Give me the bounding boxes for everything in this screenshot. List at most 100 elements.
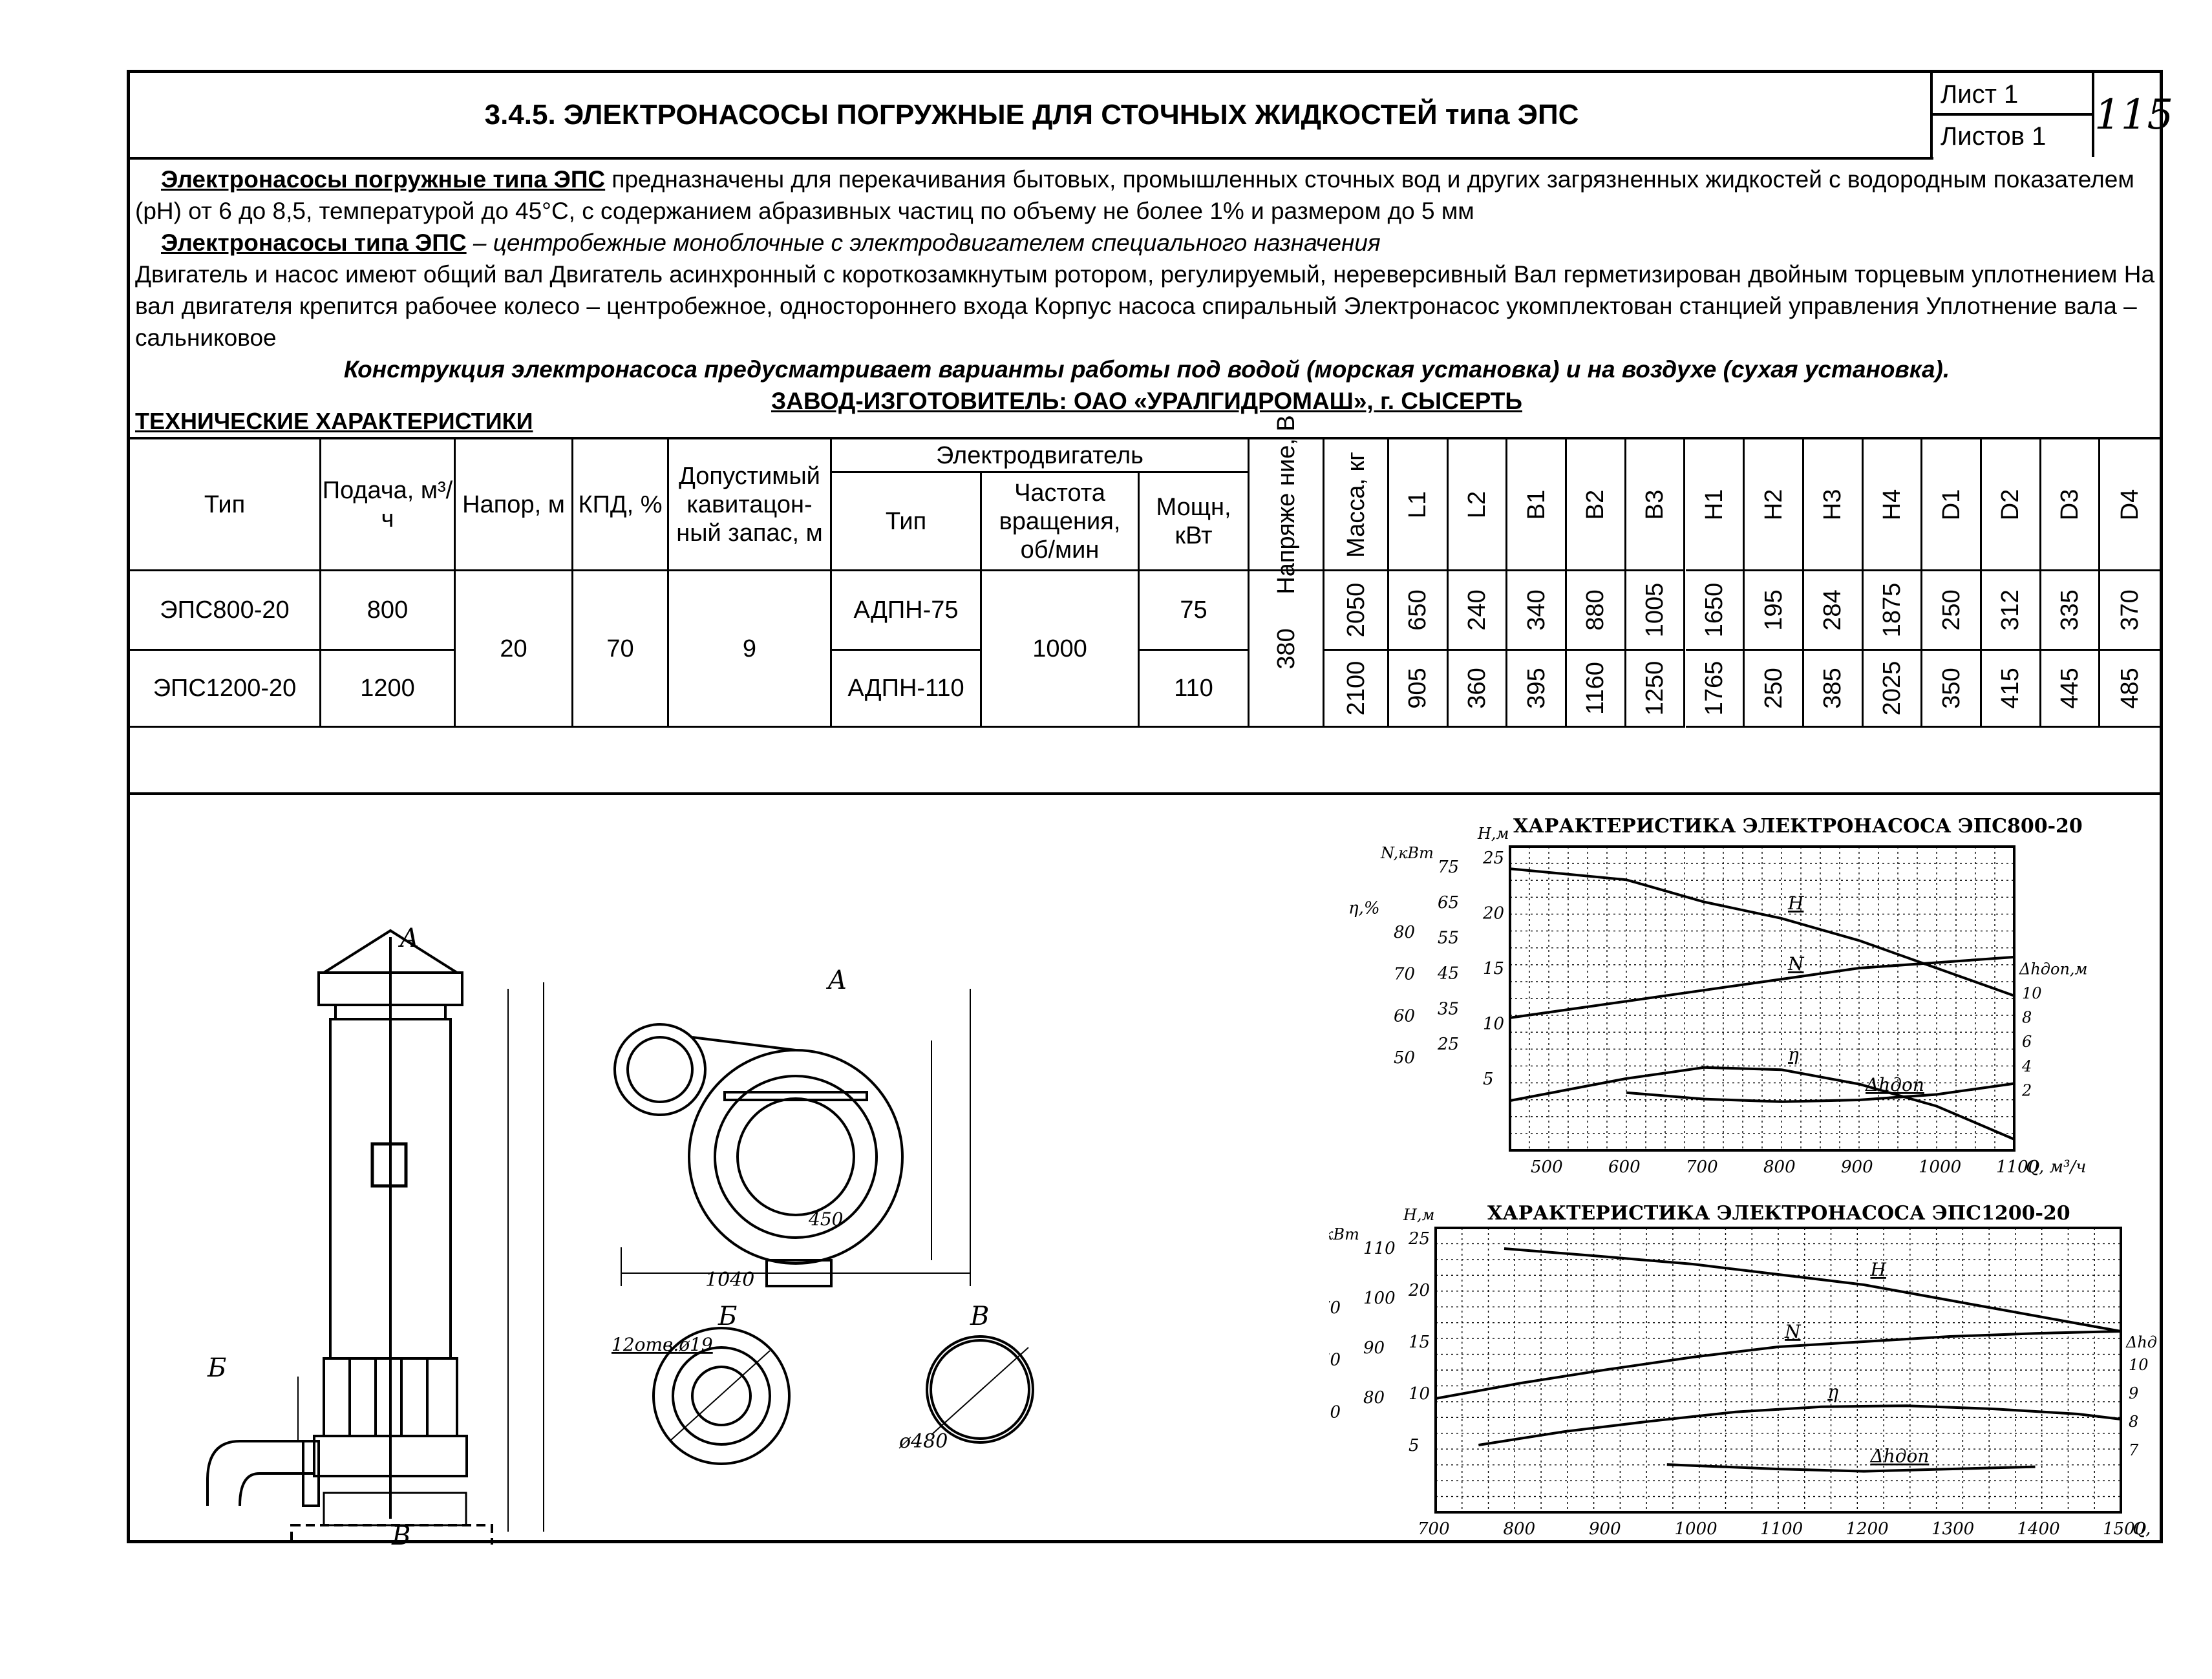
th-dim-text: H1 [1700, 489, 1728, 520]
eta-tick-label: 80 [1394, 923, 1415, 942]
h-tick-label: 25 [1408, 1229, 1430, 1249]
x-tick-label: 500 [1531, 1157, 1563, 1177]
dim-cell: 340 [1507, 571, 1568, 651]
th-flow: Подача, м³/ч [321, 439, 456, 571]
row2-mass: 2100 [1324, 651, 1389, 728]
x-axis-label: Q, м³/ч [2026, 1157, 2086, 1177]
dim-cell: 335 [2041, 571, 2101, 651]
dim-value: 1650 [1700, 582, 1728, 638]
series-line-Δhдоп [1666, 1463, 2036, 1473]
dim-value: 2025 [1878, 660, 1906, 716]
dim-value: 370 [2116, 589, 2144, 631]
eta-axis-label: η,% [1348, 898, 1380, 918]
dim-value: 415 [1997, 668, 2025, 709]
dim-value: 485 [2116, 668, 2144, 709]
th-power: Мощн, кВт [1140, 473, 1250, 571]
x-tick-label: 1500 [2103, 1519, 2145, 1539]
flange-v-view [926, 1335, 1034, 1444]
spec-table: Тип Подача, м³/ч Напор, м КПД, % Допусти… [130, 415, 2160, 795]
n-tick-label: 65 [1438, 893, 1459, 913]
dim-value: 360 [1463, 668, 1491, 709]
eta-tick-label: 70 [1329, 1298, 1341, 1318]
th-speed: Частота вращения, об/мин [982, 473, 1140, 571]
n-tick-label: 80 [1363, 1388, 1385, 1408]
sheet-number-box: Лист 1 Листов 1 115 [1930, 73, 2173, 160]
dim-value: 395 [1522, 668, 1550, 709]
h-axis-label: H,м [1403, 1206, 1434, 1224]
h-tick-label: 5 [1409, 1436, 1420, 1455]
dim-value: 335 [2056, 589, 2084, 631]
dim-value: 1875 [1878, 582, 1906, 638]
th-voltage: Напряже ние, В [1250, 415, 1324, 594]
desc-lead-2: Электронасосы типа ЭПС [161, 229, 467, 256]
th-dim-text: D4 [2116, 489, 2144, 520]
x-tick-label: 900 [1589, 1519, 1621, 1539]
row2-type: ЭПС1200-20 [130, 651, 321, 728]
dh-tick-label: 6 [2022, 1033, 2032, 1051]
drawings-area: A В Б A 450 1040 [130, 795, 2160, 1545]
dim-value: 1005 [1641, 582, 1669, 638]
series-line-H [1504, 1247, 2122, 1333]
dh-axis-label: Δhдоп,м [2019, 960, 2087, 978]
th-dim-b1: B1 [1507, 439, 1568, 571]
x-tick-label: 800 [1504, 1519, 1536, 1539]
n-tick-label: 35 [1438, 999, 1459, 1019]
n-tick-label: 55 [1438, 929, 1459, 948]
desc-lead-1: Электронасосы погружные типа ЭПС [161, 166, 606, 193]
th-dim-h4: H4 [1863, 439, 1923, 571]
view-v-label-1: В [391, 1521, 410, 1545]
desc-text-2: – центробежные моноблочные с электродвиг… [466, 229, 1381, 256]
series-line-η [1509, 1066, 2015, 1141]
dim-cell: 905 [1389, 651, 1449, 728]
dh-tick-label: 7 [2129, 1441, 2139, 1459]
series-label: Δhдоп [1870, 1446, 1930, 1467]
row2-motor-type: АДПН-110 [832, 651, 982, 728]
n-tick-label: 75 [1438, 858, 1459, 877]
th-dim-h2: H2 [1745, 439, 1804, 571]
h-tick-label: 5 [1483, 1070, 1494, 1089]
dim-cell: 1160 [1567, 651, 1626, 728]
row2-power: 110 [1140, 651, 1250, 728]
desc-text-3: Двигатель и насос имеют общий вал Двигат… [135, 261, 2155, 351]
th-dim-text: B3 [1641, 489, 1669, 520]
x-tick-label: 900 [1841, 1157, 1873, 1177]
th-dim-h1: H1 [1685, 439, 1745, 571]
row2-mass-text: 2100 [1342, 660, 1370, 716]
view-a-label-1: A [398, 924, 419, 953]
th-voltage-text: Напряже ние, В [1272, 414, 1300, 595]
th-dim-text: H2 [1760, 489, 1787, 520]
eta-tick-label: 50 [1394, 1048, 1415, 1068]
series-label: Δhдоп [1865, 1074, 1924, 1095]
series-label: η [1788, 1044, 1799, 1065]
dh-tick-label: 10 [2022, 984, 2042, 1002]
th-dim-text: D1 [1937, 489, 1965, 520]
dim-cell: 312 [1982, 571, 2041, 651]
row1-type: ЭПС800-20 [130, 571, 321, 651]
row1-mass: 2050 [1324, 571, 1389, 651]
dim-cell: 395 [1507, 651, 1568, 728]
shared-head: 20 [456, 571, 573, 728]
h-tick-label: 25 [1482, 849, 1504, 868]
dim-value: 905 [1404, 668, 1432, 709]
manufacturer: ЗАВОД-ИЗГОТОВИТЕЛЬ: ОАО «УРАЛГИДРОМАШ», … [771, 388, 1522, 414]
dim-450: 450 [808, 1209, 843, 1230]
performance-charts: ХАРАКТЕРИСТИКА ЭЛЕКТРОНАСОСА ЭПС800-20 Х… [1329, 815, 2156, 1539]
series-label: H [1870, 1259, 1887, 1280]
series-line-η [1478, 1404, 2122, 1446]
x-tick-label: 1400 [2017, 1519, 2060, 1539]
th-dim-text: L1 [1404, 491, 1432, 518]
n-tick-label: 45 [1437, 964, 1459, 984]
x-tick-label: 1100 [1760, 1519, 1803, 1539]
dh-tick-label: 10 [2129, 1356, 2149, 1374]
series-line-N [1435, 1330, 2122, 1400]
shared-speed: 1000 [982, 571, 1140, 728]
dim-cell: 385 [1803, 651, 1864, 728]
dim-value: 250 [1760, 668, 1787, 709]
drawing-sheet: 3.4.5. ЭЛЕКТРОНАСОСЫ ПОГРУЖНЫЕ ДЛЯ СТОЧН… [127, 70, 2173, 1545]
dh-tick-label: 4 [2021, 1057, 2032, 1075]
x-tick-label: 700 [1686, 1157, 1718, 1177]
th-dim-text: H4 [1878, 489, 1906, 520]
x-tick-label: 1300 [1931, 1519, 1974, 1539]
dim-value: 880 [1582, 589, 1610, 631]
